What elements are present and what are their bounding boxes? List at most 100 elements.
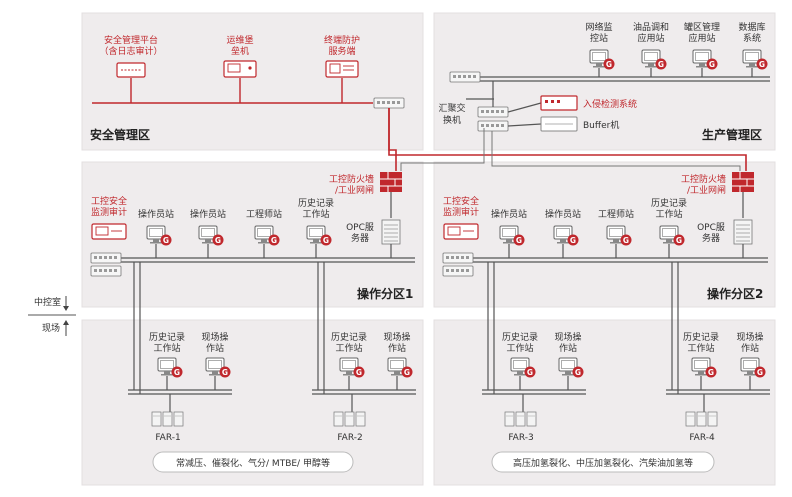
fc-fieldop-label-1: 现场操 bbox=[554, 331, 581, 343]
tank-mgmt-station bbox=[692, 49, 712, 77]
tank-mgmt-label-2: 应用站 bbox=[688, 32, 715, 44]
guard-g-badge: G bbox=[673, 234, 685, 246]
legend-field: 现场 bbox=[42, 323, 60, 334]
guard-g-badge: G bbox=[268, 234, 280, 246]
op1-switch-2 bbox=[90, 265, 122, 277]
process-pill-right bbox=[491, 451, 715, 473]
fc-history-station bbox=[510, 357, 530, 390]
far-2-label: FAR-2 bbox=[337, 433, 362, 443]
fb-fieldop-station bbox=[387, 357, 407, 390]
op2-engineer-label: 工程师站 bbox=[598, 208, 634, 220]
zone-title-production: 生产管理区 bbox=[702, 127, 762, 142]
ids-label: 入侵检测系统 bbox=[583, 98, 637, 110]
op2-opc-server bbox=[733, 219, 753, 258]
svg-text:G: G bbox=[404, 368, 410, 377]
fd-fieldop-station bbox=[740, 357, 760, 390]
fb-history-label-1: 历史记录 bbox=[331, 331, 367, 343]
endpoint-label-2: 服务端 bbox=[328, 45, 355, 57]
svg-text:G: G bbox=[709, 60, 715, 69]
op1-engineer-label: 工程师站 bbox=[246, 208, 282, 220]
guard-g-badge: G bbox=[655, 58, 667, 70]
tank-mgmt-label-1: 罐区管理 bbox=[684, 21, 720, 33]
svg-text:G: G bbox=[575, 368, 581, 377]
op1-operator-1-label: 操作员站 bbox=[138, 208, 174, 220]
audit-device-op2 bbox=[443, 223, 479, 240]
process-pill-left bbox=[152, 451, 354, 473]
security-core-switch bbox=[373, 97, 405, 109]
firewall-icon bbox=[731, 171, 755, 193]
fc-fieldop-label-2: 作站 bbox=[559, 342, 577, 354]
legend-control-room: 中控室 bbox=[34, 296, 61, 308]
security-platform-label-1: 安全管理平台 bbox=[104, 34, 158, 46]
op1-history-station bbox=[306, 225, 326, 258]
fa-fieldop-label-2: 作站 bbox=[206, 342, 224, 354]
op1-engineer-station bbox=[254, 225, 274, 258]
zone-operation-2 bbox=[433, 161, 776, 308]
op1-opc-label-1: OPC服 bbox=[346, 222, 374, 233]
firewall-1-label-1: 工控防火墙 bbox=[329, 173, 374, 185]
op1-operator-2-label: 操作员站 bbox=[190, 208, 226, 220]
endpoint-protection-server bbox=[325, 60, 359, 78]
production-access-switch bbox=[449, 71, 481, 83]
fc-fieldop-station bbox=[558, 357, 578, 390]
oil-gate-label-2: 应用站 bbox=[637, 32, 664, 44]
fa-fieldop-label-1: 现场操 bbox=[201, 331, 228, 343]
guard-g-badge: G bbox=[160, 234, 172, 246]
guard-g-badge: G bbox=[524, 366, 536, 378]
guard-g-badge: G bbox=[603, 58, 615, 70]
fb-history-station bbox=[339, 357, 359, 390]
svg-text:G: G bbox=[356, 368, 362, 377]
far-2-cabinet bbox=[333, 411, 366, 427]
far-3-label: FAR-3 bbox=[508, 433, 533, 443]
op1-history-label-1: 历史记录 bbox=[298, 197, 334, 209]
svg-text:G: G bbox=[708, 368, 714, 377]
fb-fieldop-label-1: 现场操 bbox=[383, 331, 410, 343]
audit-op1-label-1: 工控安全 bbox=[91, 195, 127, 207]
buffer-device bbox=[540, 116, 578, 132]
guard-g-badge: G bbox=[513, 234, 525, 246]
audit-op1-label-2: 监测审计 bbox=[91, 206, 127, 218]
process-right-label: 高压加氢裂化、中压加氢裂化、汽柴油加氢等 bbox=[513, 457, 693, 469]
guard-g-badge: G bbox=[353, 366, 365, 378]
guard-g-badge: G bbox=[567, 234, 579, 246]
database-system bbox=[742, 49, 762, 77]
zone-security-management bbox=[81, 12, 424, 151]
svg-text:G: G bbox=[163, 236, 169, 245]
fd-history-station bbox=[691, 357, 711, 390]
svg-text:G: G bbox=[222, 368, 228, 377]
op2-opc-label-2: 务器 bbox=[702, 232, 720, 244]
op2-history-label-1: 历史记录 bbox=[651, 197, 687, 209]
svg-text:G: G bbox=[215, 236, 221, 245]
guard-g-badge: G bbox=[756, 58, 768, 70]
svg-text:G: G bbox=[676, 236, 682, 245]
guard-g-badge: G bbox=[320, 234, 332, 246]
database-label-1: 数据库 bbox=[738, 21, 765, 33]
fa-history-station bbox=[157, 357, 177, 390]
net-monitor-label-1: 网络监 bbox=[585, 21, 612, 33]
far-1-label: FAR-1 bbox=[155, 433, 180, 443]
op1-opc-server bbox=[381, 219, 401, 258]
guard-g-badge: G bbox=[620, 234, 632, 246]
svg-text:G: G bbox=[174, 368, 180, 377]
guard-g-badge: G bbox=[754, 366, 766, 378]
firewall-2-label-2: /工业网闸 bbox=[687, 185, 726, 196]
guard-g-badge: G bbox=[171, 366, 183, 378]
oil-gate-label-1: 油品调和 bbox=[633, 21, 669, 33]
zone-title-security: 安全管理区 bbox=[90, 127, 150, 142]
op2-operator-2-label: 操作员站 bbox=[545, 208, 581, 220]
zone-title-op1: 操作分区1 bbox=[357, 286, 413, 301]
process-left-label: 常减压、催裂化、气分/ MTBE/ 甲醇等 bbox=[176, 457, 330, 469]
bastion-host-device bbox=[223, 60, 257, 78]
svg-text:G: G bbox=[623, 236, 629, 245]
fd-fieldop-label-2: 作站 bbox=[741, 342, 759, 354]
svg-text:G: G bbox=[606, 60, 612, 69]
op2-operator-station-1 bbox=[499, 225, 519, 258]
ids-device bbox=[540, 95, 578, 111]
guard-g-badge: G bbox=[401, 366, 413, 378]
aggregation-switch-2 bbox=[477, 120, 509, 132]
guard-g-badge: G bbox=[572, 366, 584, 378]
svg-text:G: G bbox=[759, 60, 765, 69]
svg-text:G: G bbox=[271, 236, 277, 245]
op2-operator-1-label: 操作员站 bbox=[491, 208, 527, 220]
